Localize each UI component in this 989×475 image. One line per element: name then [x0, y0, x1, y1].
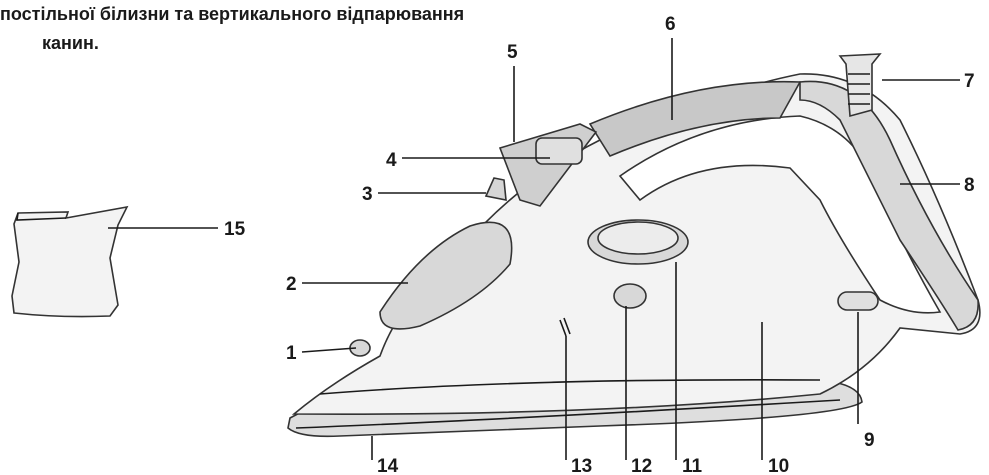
callout-13: 13 — [571, 456, 592, 475]
callout-line-1 — [301, 347, 357, 353]
callout-1: 1 — [286, 343, 297, 364]
handle-grip — [588, 80, 802, 158]
soleplate-edge — [295, 399, 841, 429]
callout-4: 4 — [386, 150, 397, 171]
callout-11: 11 — [682, 456, 703, 475]
intro-line-1: постільної білизни та вертикального відп… — [0, 4, 465, 24]
intro-line-2: канин. — [42, 33, 99, 53]
measuring-cup — [11, 205, 129, 318]
rear-handle — [799, 80, 979, 331]
callout-3: 3 — [362, 184, 373, 205]
temperature-dial-top — [597, 221, 679, 255]
cord-guard — [838, 53, 882, 118]
iron-shell-line — [319, 378, 821, 395]
intro-text: постільної білизни та вертикального відп… — [0, 0, 465, 58]
callout-5: 5 — [507, 42, 518, 63]
max-water-mark — [559, 317, 571, 337]
callout-8: 8 — [964, 175, 975, 196]
steam-control — [484, 177, 507, 201]
callout-6: 6 — [665, 14, 676, 35]
burst-button — [535, 137, 583, 165]
measuring-cup-lip — [16, 212, 67, 221]
cord-guard-ribs — [848, 73, 870, 105]
callout-2: 2 — [286, 274, 297, 295]
callout-14: 14 — [377, 456, 399, 475]
handle-opening — [618, 115, 942, 314]
callout-15: 15 — [224, 219, 246, 240]
callout-7: 7 — [964, 71, 975, 92]
self-clean-button — [613, 283, 647, 309]
callout-9: 9 — [864, 430, 875, 451]
callout-12: 12 — [631, 456, 652, 475]
callout-10: 10 — [768, 456, 789, 475]
water-tank — [379, 221, 513, 330]
indicator-light — [837, 291, 879, 311]
